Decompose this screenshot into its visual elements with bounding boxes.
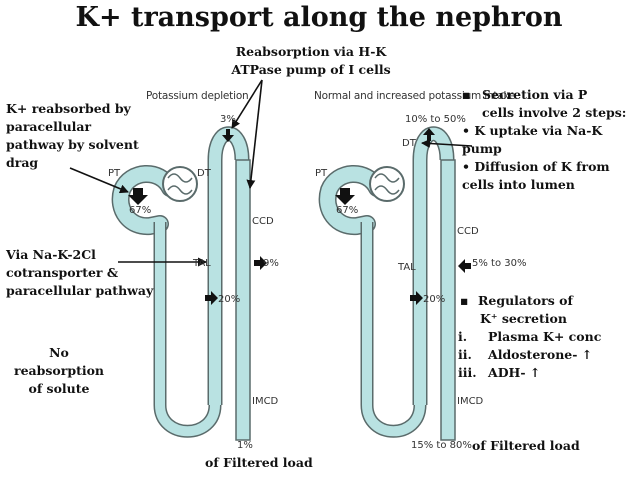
tal-arrow-left (205, 291, 218, 305)
bullet-square-icon: ▪ (460, 293, 469, 308)
filtered-load-right: of Filtered load (472, 438, 580, 453)
regulator-item: i. Plasma K+ conc (458, 329, 602, 344)
secretion-heading: ▪ Secretion via P cells involve 2 steps: (462, 86, 634, 122)
right-panel-header: Normal and increased potassium intake (314, 90, 516, 102)
secretion-step-1: • K uptake via Na-K pump (462, 123, 603, 156)
bottom-pct-right: 15% to 80% (411, 440, 472, 451)
bullet-square-icon: ▪ (462, 87, 471, 102)
dt-label-right: DT (402, 138, 416, 149)
nephron-right (318, 126, 471, 441)
hk-pump-line-1: Reabsorption via H-K (235, 44, 387, 59)
imcd-label-right: IMCD (457, 396, 484, 407)
regulator-item: iii. ADH- ↑ (458, 365, 541, 380)
ccd-pct-left: 9% (263, 258, 279, 269)
imcd-label-left: IMCD (252, 396, 279, 407)
tal-pct-right: 20% (423, 294, 446, 305)
glomerulus-left (162, 166, 198, 202)
dt-pct-right: 10% to 50% (405, 114, 466, 125)
secretion-step-2: • Diffusion of K from cells into lumen (462, 159, 610, 192)
dt-arrow-right (423, 128, 435, 141)
hk-pump-arrow-ccd (246, 79, 263, 189)
pt-pct-left: 67% (129, 205, 152, 216)
ccd-label-left: CCD (252, 216, 274, 227)
hk-pump-arrow-dt (231, 79, 263, 129)
dt-label-left: DT (197, 168, 211, 179)
regulators-heading-line-1: Regulators of (478, 293, 573, 308)
ccd-arrow-left (254, 256, 267, 270)
regulators-block: ▪ Regulators of K⁺ secretion i. Plasma K… (458, 292, 634, 382)
collecting-duct-left (235, 159, 251, 441)
bullet-icon: • (462, 123, 475, 138)
ccd-pct-right: 5% to 30% (472, 258, 527, 269)
tal-pct-left: 20% (218, 294, 241, 305)
paracellular-line-3: pathway by solvent (6, 137, 139, 152)
hk-pump-annotation: Reabsorption via H-K ATPase pump of I ce… (216, 43, 406, 79)
pt-arrow-right (335, 188, 355, 205)
glomerulus-right (369, 166, 405, 202)
paracellular-line-1: K+ reabsorbed by (6, 101, 131, 116)
nkcc-line-2: cotransporter & (6, 265, 119, 280)
collecting-duct-right (440, 159, 456, 441)
nkcc-annotation: Via Na-K-2Cl cotransporter & paracellula… (6, 246, 153, 300)
paracellular-line-2: paracellular (6, 119, 92, 134)
regulators-heading-line-2: K⁺ secretion (480, 311, 567, 326)
no-reabs-line-2: reabsorption (13, 363, 105, 378)
nkcc-line-1: Via Na-K-2Cl (6, 247, 96, 262)
no-reabsorption-annotation: No reabsorption of solute (0, 344, 118, 398)
secretion-heading-line-2: cells involve 2 steps: (482, 105, 627, 120)
ccd-arrow-right (458, 259, 471, 273)
tal-arrow-right (410, 291, 423, 305)
dt-arrow-left (222, 129, 234, 142)
pt-label-left: PT (108, 168, 121, 179)
paracellular-annotation: K+ reabsorbed by paracellular pathway by… (6, 100, 139, 172)
no-reabs-line-1: No (49, 345, 69, 360)
tal-label-left: TAL (193, 258, 211, 269)
annotation-arrows (69, 79, 473, 267)
regulator-item: ii. Aldosterone- ↑ (458, 347, 593, 362)
pt-arrow-left (128, 188, 148, 205)
hk-pump-line-2: ATPase pump of I cells (231, 62, 391, 77)
ccd-label-right: CCD (457, 226, 479, 237)
pt-pct-right: 67% (336, 205, 359, 216)
paracellular-arrow (69, 167, 129, 194)
filtered-load-left: of Filtered load (205, 455, 313, 470)
bottom-pct-left: 1% (237, 440, 253, 451)
page-title: K+ transport along the nephron (75, 2, 563, 33)
dt-pct-left: 3% (220, 114, 236, 125)
tal-label-right: TAL (398, 262, 416, 273)
pt-label-right: PT (315, 168, 328, 179)
no-reabs-line-3: of solute (28, 381, 90, 396)
left-panel-header: Potassium depletion (146, 90, 249, 102)
nkcc-line-3: paracellular pathway (6, 283, 154, 298)
secretion-arrow (421, 138, 473, 148)
bullet-icon: • (462, 159, 475, 174)
secretion-block: ▪ Secretion via P cells involve 2 steps:… (462, 86, 634, 194)
regulators-heading: ▪ Regulators of K⁺ secretion (458, 292, 634, 328)
secretion-heading-line-1: Secretion via P (482, 87, 588, 102)
paracellular-line-4: drag (6, 155, 39, 170)
